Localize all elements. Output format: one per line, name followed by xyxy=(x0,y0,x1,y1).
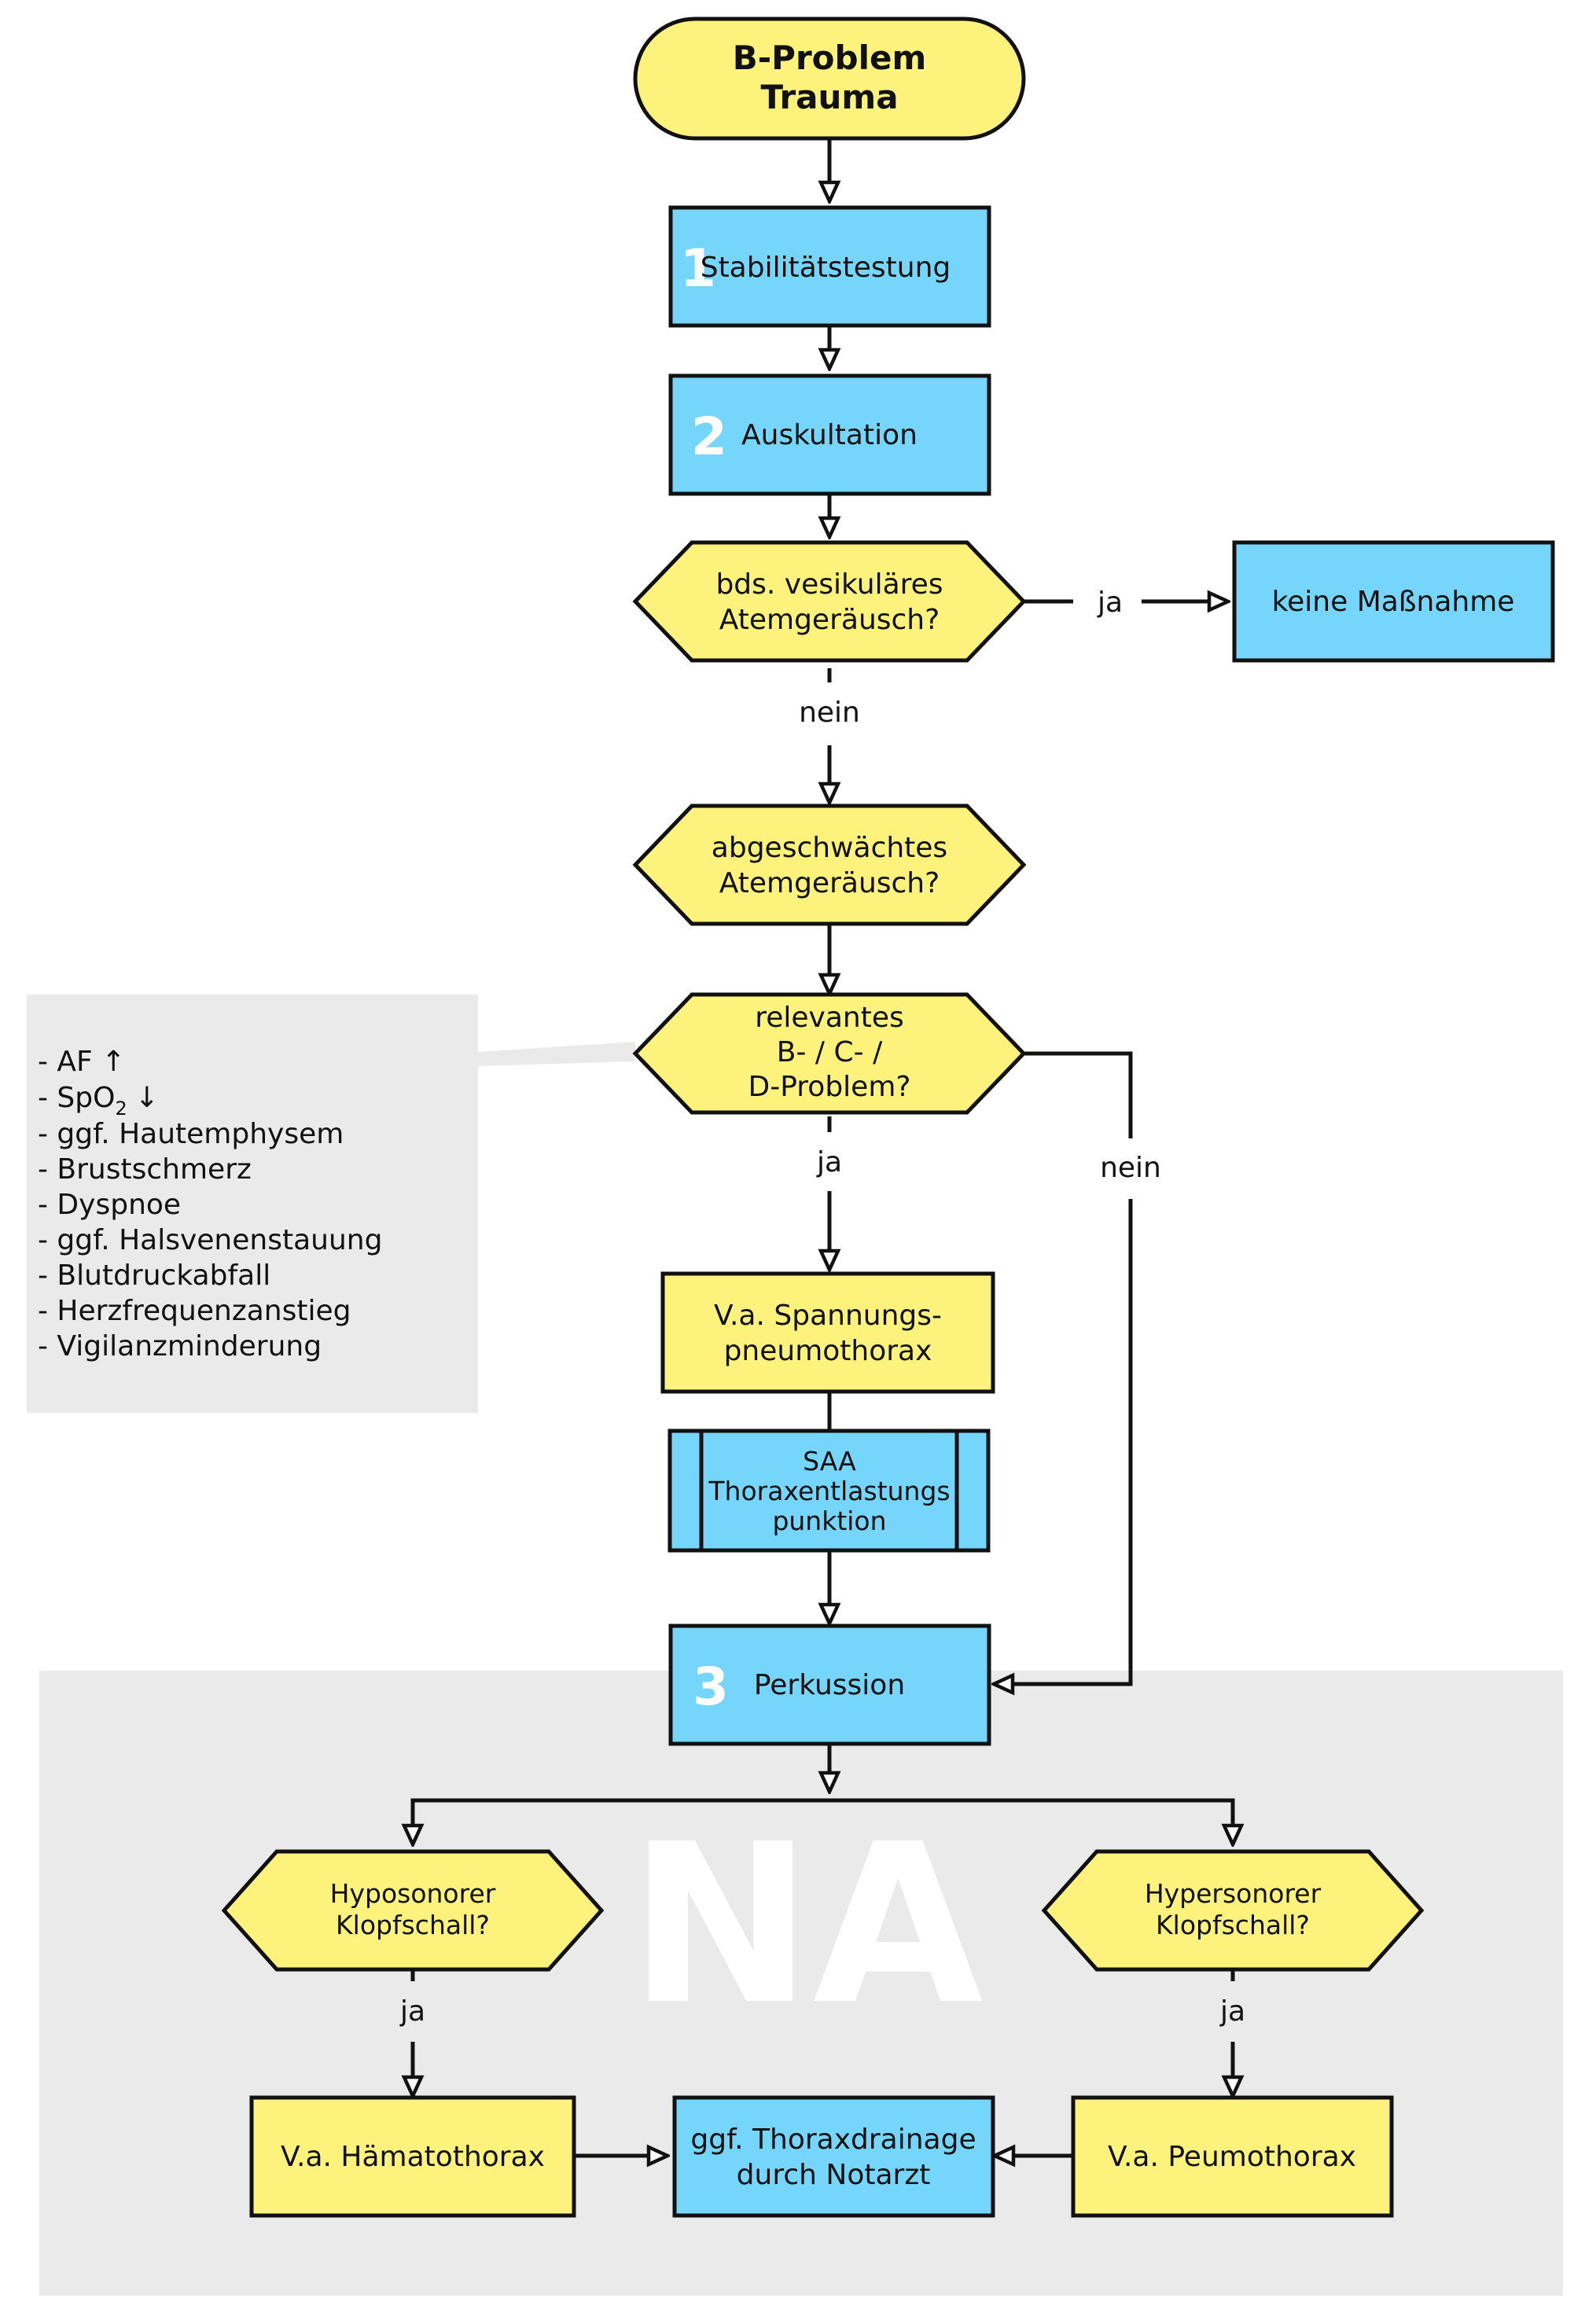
decision-line3: D-Problem? xyxy=(748,1071,911,1103)
edge-label-vesicular-no: nein xyxy=(799,697,860,729)
symptom-item: - Herzfrequenzanstieg xyxy=(38,1295,351,1327)
decision-line2: Klopfschall? xyxy=(1156,1910,1310,1940)
edge-label-vesicular-yes: ja xyxy=(1097,587,1123,619)
decision-relevant-problem: relevantes B- / C- / D-Problem? xyxy=(632,992,1027,1115)
decision-line2: Klopfschall? xyxy=(336,1910,490,1940)
edge-label-hypersonor-yes: ja xyxy=(1219,1995,1245,2028)
symptom-item: - Vigilanzminderung xyxy=(38,1330,322,1362)
decision-line1: relevantes xyxy=(755,1002,904,1034)
suspect-pneumothorax: V.a. Peumothorax xyxy=(1071,2095,1394,2218)
decision-line1: Hypersonorer xyxy=(1145,1878,1322,1909)
edge-label-relevant-yes: ja xyxy=(816,1146,842,1179)
start-node: B-Problem Trauma xyxy=(633,17,1026,141)
decision-weakened: abgeschwächtes Atemgeräusch? xyxy=(632,803,1027,926)
node-label: V.a. Peumothorax xyxy=(1108,2141,1356,2173)
edge-relevant-no-top xyxy=(1024,1051,1133,1138)
edge-split-right xyxy=(829,1798,1233,1844)
start-title-line1: B-Problem xyxy=(733,39,927,77)
node-line2: pneumothorax xyxy=(724,1335,932,1367)
na-zone-label: NA xyxy=(628,1797,984,2054)
step-label: Stabilitätstestung xyxy=(701,252,951,284)
node-line3: punktion xyxy=(772,1506,886,1536)
node-line1: SAA xyxy=(803,1446,856,1476)
edge-label-relevant-no: nein xyxy=(1100,1152,1161,1184)
step-number: 3 xyxy=(693,1657,729,1717)
symptom-item: - AF ↑ xyxy=(38,1046,125,1078)
decision-vesicular: bds. vesikuläres Atemgeräusch? xyxy=(632,540,1027,663)
edge-label-hyposonor-yes: ja xyxy=(399,1995,425,2028)
step-percussion: 3 Perkussion xyxy=(668,1623,991,1746)
edges xyxy=(413,138,1233,2156)
saa-predefined-process: SAA Thoraxentlastungs punktion xyxy=(667,1429,991,1553)
decision-line2: Atemgeräusch? xyxy=(719,604,940,636)
start-title-line2: Trauma xyxy=(760,78,898,116)
symptom-item: - ggf. Hautemphysem xyxy=(38,1118,344,1150)
thorax-drainage: ggf. Thoraxdrainage durch Notarzt xyxy=(672,2095,995,2218)
step-number: 2 xyxy=(691,406,727,467)
step-auscultation: 2 Auskultation xyxy=(668,373,991,496)
suspect-tension-pneumothorax: V.a. Spannungs- pneumothorax xyxy=(660,1271,995,1394)
node-line1: V.a. Spannungs- xyxy=(714,1300,942,1332)
step-stability-test: 1 Stabilitätstestung xyxy=(668,205,991,328)
node-line1: ggf. Thoraxdrainage xyxy=(690,2124,976,2156)
symptom-item: - Blutdruckabfall xyxy=(38,1259,270,1292)
suspect-hemothorax: V.a. Hämatothorax xyxy=(249,2095,576,2218)
decision-line2: Atemgeräusch? xyxy=(719,867,940,899)
edge-split-left xyxy=(413,1798,829,1844)
decision-line2: B- / C- / xyxy=(777,1036,883,1068)
decision-hypersonor: Hypersonorer Klopfschall? xyxy=(1041,1849,1425,1972)
decision-line1: abgeschwächtes xyxy=(712,832,947,864)
no-action-label: keine Maßnahme xyxy=(1272,586,1515,618)
symptom-item: - Brustschmerz xyxy=(38,1153,252,1186)
node-line2: durch Notarzt xyxy=(737,2159,931,2191)
edge-relevant-no-bottom xyxy=(995,1199,1133,1684)
node-label: V.a. Hämatothorax xyxy=(281,2141,545,2173)
decision-line1: Hyposonorer xyxy=(330,1878,496,1909)
symptom-item: - ggf. Halsvenenstauung xyxy=(38,1224,382,1256)
step-number: 1 xyxy=(680,238,716,299)
symptom-item: - Dyspnoe xyxy=(38,1189,181,1221)
decision-line1: bds. vesikuläres xyxy=(715,568,943,601)
decision-hyposonor: Hyposonorer Klopfschall? xyxy=(221,1849,605,1972)
symptom-item-spo2: - SpO2↓ xyxy=(38,1082,159,1120)
symptoms-panel: - AF ↑ - SpO2↓ - ggf. Hautemphysem - Bru… xyxy=(27,995,635,1413)
step-label: Auskultation xyxy=(741,419,918,451)
step-label: Perkussion xyxy=(754,1669,905,1701)
no-action-node: keine Maßnahme xyxy=(1232,540,1555,663)
node-line2: Thoraxentlastungs xyxy=(708,1476,950,1506)
